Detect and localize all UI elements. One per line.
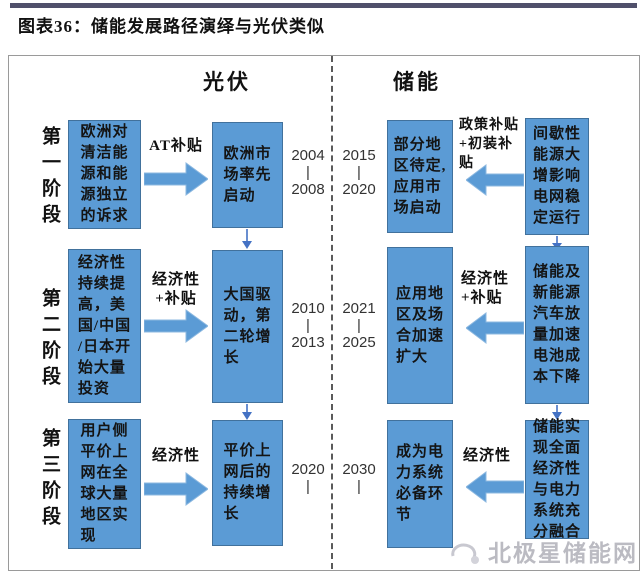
es-cause-text-3: 储能实 现全面 经济性 与电力 系统充 分融合 (532, 418, 581, 540)
es-result-text-3: 成为电 力系统 必备环 节 (395, 444, 444, 523)
pv-result-box-2: 大国驱 动，第 二轮增 长 (212, 250, 283, 403)
pv-result-box-3: 平价上 网后的 持续增 长 (212, 420, 283, 546)
pv-years-2: 2010 | 2013 (291, 300, 325, 351)
es-arrow-label-2: 经济性 +补贴 (461, 271, 510, 306)
title-rule (10, 3, 637, 8)
watermark: 北极星储能网 (447, 534, 638, 568)
column-header-es: 储能 (393, 70, 441, 94)
pv-arrow-label-2: 经济性 +补贴 (151, 272, 200, 307)
pv-cause-text-3: 用户侧 平价上 网在全 球大量 地区实 现 (80, 423, 129, 544)
pv-years-1: 2004 | 2008 (291, 147, 325, 198)
es-result-box-2: 应用地 区及场 合加速 扩大 (387, 247, 453, 404)
es-down-arrow-2 (552, 405, 562, 420)
pv-cause-text-2: 经济性 持续提 高，美 国/中国 /日本开 始大量 投资 (77, 254, 132, 397)
stage-2-label: 第二阶段 (39, 288, 60, 392)
pv-result-text-2: 大国驱 动，第 二轮增 长 (223, 286, 272, 366)
es-arrow-label-3: 经济性 (463, 448, 512, 464)
es-cause-text-1: 间歇性 能源大 增影响 电网稳 定运行 (532, 126, 581, 226)
pv-cause-box-3: 用户侧 平价上 网在全 球大量 地区实 现 (68, 419, 141, 549)
es-cause-box-2: 储能及 新能源 汽车放 量加速 电池成 本下降 (525, 246, 589, 404)
es-years-2: 2021 | 2025 (342, 300, 376, 351)
right-block-arrow-1 (144, 162, 208, 196)
pv-cause-box-1: 欧洲对 清洁能 源和能 源独立 的诉求 (68, 120, 141, 229)
pv-arrow-label-1: AT补贴 (149, 138, 203, 154)
column-header-pv: 光伏 (203, 70, 251, 94)
es-arrow-label-1: 政策补贴 +初装补 贴 (459, 118, 519, 171)
left-block-arrow-3 (466, 471, 524, 503)
es-cause-box-1: 间歇性 能源大 增影响 电网稳 定运行 (525, 118, 589, 235)
pv-down-arrow-2 (242, 404, 252, 420)
es-result-text-2: 应用地 区及场 合加速 扩大 (395, 285, 444, 365)
stage-1-label: 第一阶段 (39, 126, 60, 230)
es-result-box-1: 部分地 区待定, 应用市 场启动 (387, 120, 453, 233)
pv-down-arrow-1 (242, 229, 252, 249)
pv-result-box-1: 欧洲市 场率先 启动 (212, 122, 283, 228)
pv-cause-text-1: 欧洲对 清洁能 源和能 源独立 的诉求 (80, 124, 129, 224)
left-block-arrow-1 (466, 164, 524, 196)
es-cause-text-2: 储能及 新能源 汽车放 量加速 电池成 本下降 (532, 264, 581, 385)
es-cause-box-3: 储能实 现全面 经济性 与电力 系统充 分融合 (525, 419, 589, 540)
pv-result-text-1: 欧洲市 场率先 启动 (223, 145, 272, 204)
stage-3-label: 第三阶段 (39, 428, 60, 532)
es-result-box-3: 成为电 力系统 必备环 节 (387, 420, 453, 548)
left-block-arrow-2 (466, 312, 524, 344)
pv-arrow-label-3: 经济性 (151, 448, 200, 464)
center-dashed-divider (331, 56, 333, 569)
right-block-arrow-3 (144, 472, 208, 506)
pv-cause-box-2: 经济性 持续提 高，美 国/中国 /日本开 始大量 投资 (68, 249, 141, 403)
es-result-text-1: 部分地 区待定, 应用市 场启动 (393, 136, 447, 216)
right-block-arrow-2 (144, 309, 208, 343)
watermark-text: 北极星储能网 (488, 541, 638, 566)
es-years-1: 2015 | 2020 (342, 147, 376, 198)
figure-title: 图表36：储能发展路径演绎与光伏类似 (18, 17, 325, 36)
pv-result-text-3: 平价上 网后的 持续增 长 (223, 443, 272, 522)
es-years-3: 2030 | (342, 461, 376, 495)
pv-years-3: 2020 | (291, 461, 325, 495)
beijixing-logo-icon (451, 543, 479, 564)
